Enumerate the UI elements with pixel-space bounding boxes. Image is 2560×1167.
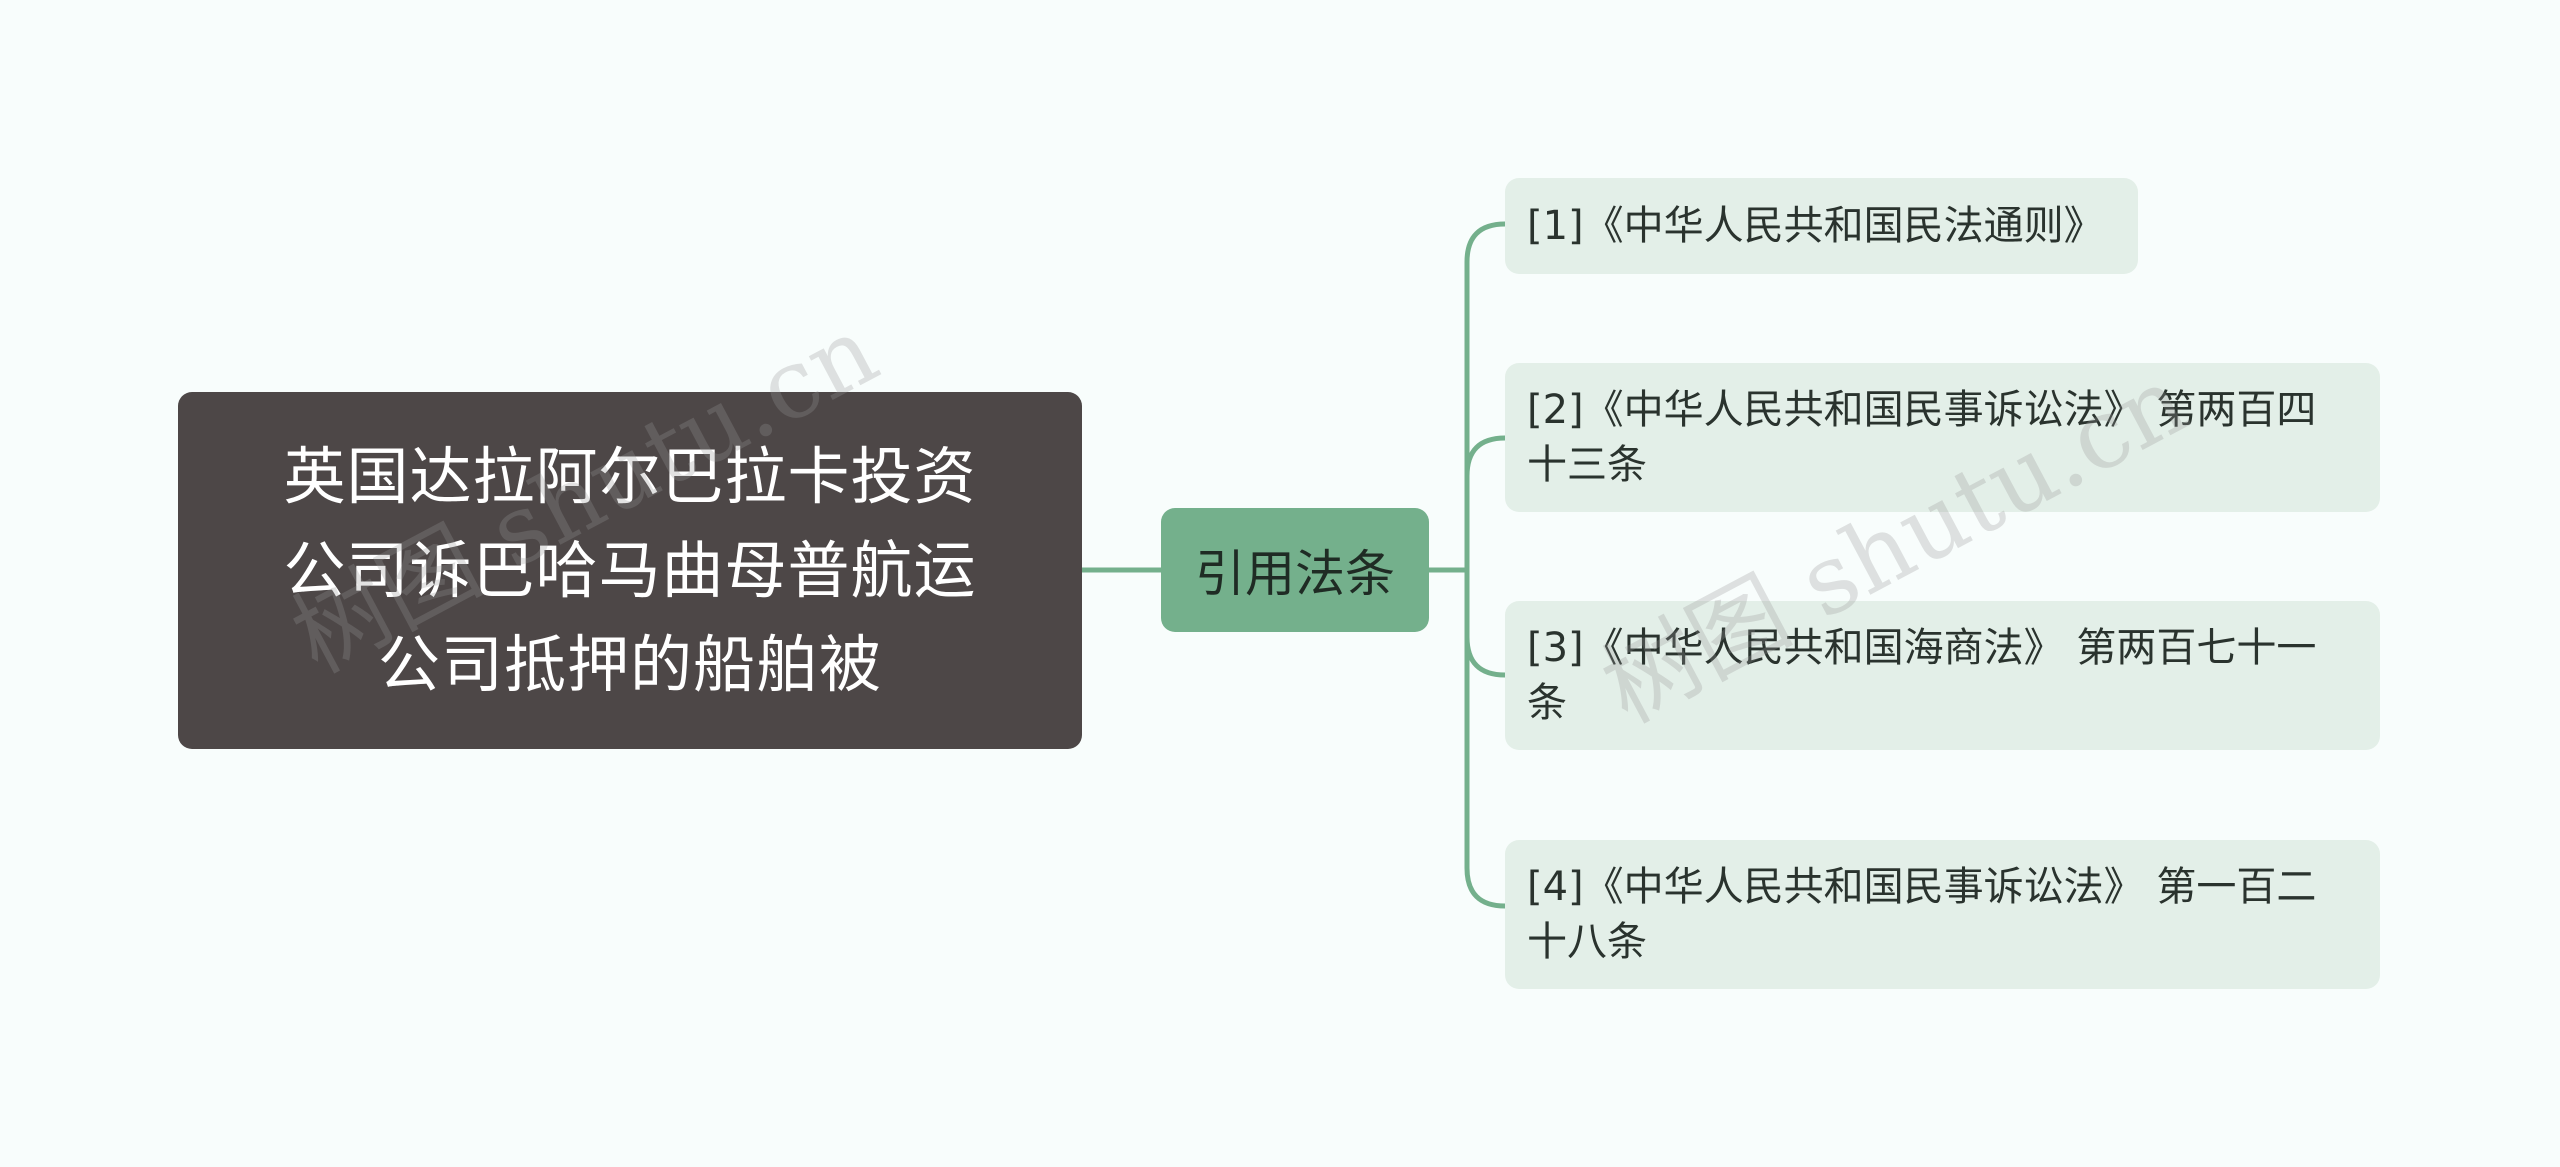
- leaf-text-line: [2]《中华人民共和国民事诉讼法》 第两百四: [1527, 386, 2317, 433]
- root-topic-line: 公司抵押的船舶被: [377, 627, 882, 701]
- leaf-node-2[interactable]: [2]《中华人民共和国民事诉讼法》 第两百四 十三条: [1505, 363, 2380, 512]
- leaf-node-1[interactable]: [1]《中华人民共和国民法通则》: [1505, 178, 2138, 274]
- leaf-text-line: 十八条: [1527, 918, 1647, 965]
- branch-label: 引用法条: [1195, 545, 1395, 603]
- leaf-text-line: [3]《中华人民共和国海商法》 第两百七十一: [1527, 624, 2317, 671]
- root-topic-line: 英国达拉阿尔巴拉卡投资: [283, 439, 977, 513]
- connector-leaf-3: [1464, 634, 1508, 678]
- connector-leaf-2: [1464, 435, 1508, 479]
- root-topic-node[interactable]: 英国达拉阿尔巴拉卡投资 公司诉巴哈马曲母普航运 公司抵押的船舶被: [178, 392, 1082, 749]
- leaf-text-line: 十三条: [1527, 441, 1647, 488]
- connector-trunk: [1464, 221, 1508, 909]
- leaf-text-line: [4]《中华人民共和国民事诉讼法》 第一百二: [1527, 863, 2317, 910]
- root-topic-line: 公司诉巴哈马曲母普航运: [283, 533, 977, 607]
- leaf-text-line: [1]《中华人民共和国民法通则》: [1527, 202, 2104, 249]
- leaf-node-3[interactable]: [3]《中华人民共和国海商法》 第两百七十一 条: [1505, 601, 2380, 750]
- leaf-text-line: 条: [1527, 679, 1567, 726]
- branch-node-cited-laws[interactable]: 引用法条: [1161, 508, 1429, 632]
- leaf-node-4[interactable]: [4]《中华人民共和国民事诉讼法》 第一百二 十八条: [1505, 840, 2380, 989]
